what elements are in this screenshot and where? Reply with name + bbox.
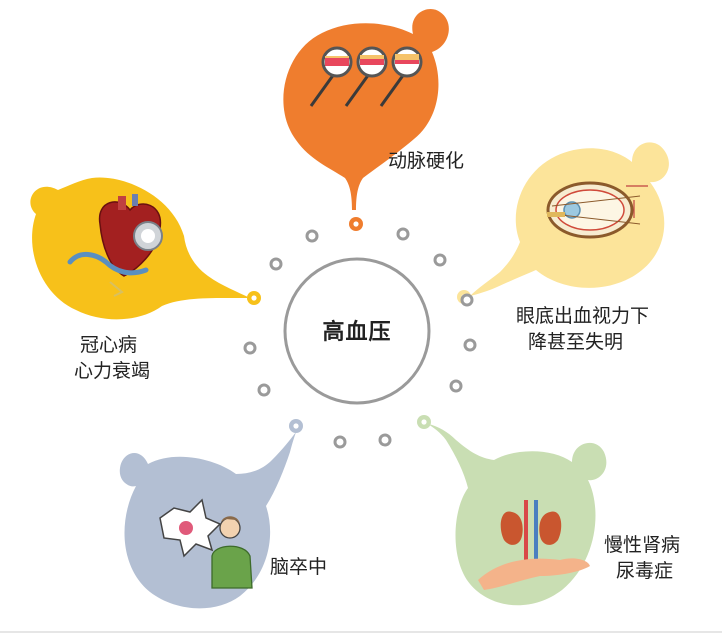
ring-dot <box>243 341 257 355</box>
label-heart: 冠心病 心力衰竭 <box>74 334 151 382</box>
label-stroke: 脑卒中 <box>270 556 328 578</box>
ring-dot <box>269 257 283 271</box>
ring-dot <box>460 293 474 307</box>
bubble-artery <box>283 8 449 231</box>
ring-dot <box>333 435 347 449</box>
heart-stethoscope-icon <box>67 194 163 297</box>
ring-dot <box>378 433 392 447</box>
ring-dot <box>305 229 319 243</box>
bubble-heart <box>30 177 261 320</box>
artery-magnifier-icon <box>309 46 423 107</box>
bottom-divider <box>0 631 722 633</box>
bubble-stroke <box>119 419 303 609</box>
ring-dot <box>396 227 410 241</box>
ring-dot <box>257 383 271 397</box>
ring-dots <box>243 227 477 449</box>
center-node <box>283 257 431 405</box>
bubble-eye <box>457 142 669 304</box>
kidneys-in-hand-icon <box>478 500 590 590</box>
bubble-kidney <box>417 415 607 606</box>
ring-dot <box>433 253 447 267</box>
eye-cross-section-icon <box>546 181 648 239</box>
label-kidney: 慢性肾病 尿毒症 <box>604 534 681 582</box>
label-eye: 眼底出血视力下 降甚至失明 <box>516 305 650 353</box>
label-artery: 动脉硬化 <box>388 150 465 172</box>
center-title: 高血压 <box>322 320 392 345</box>
ring-dot <box>449 379 463 393</box>
stroke-patient-icon <box>159 498 253 589</box>
ring-dot <box>463 338 477 352</box>
